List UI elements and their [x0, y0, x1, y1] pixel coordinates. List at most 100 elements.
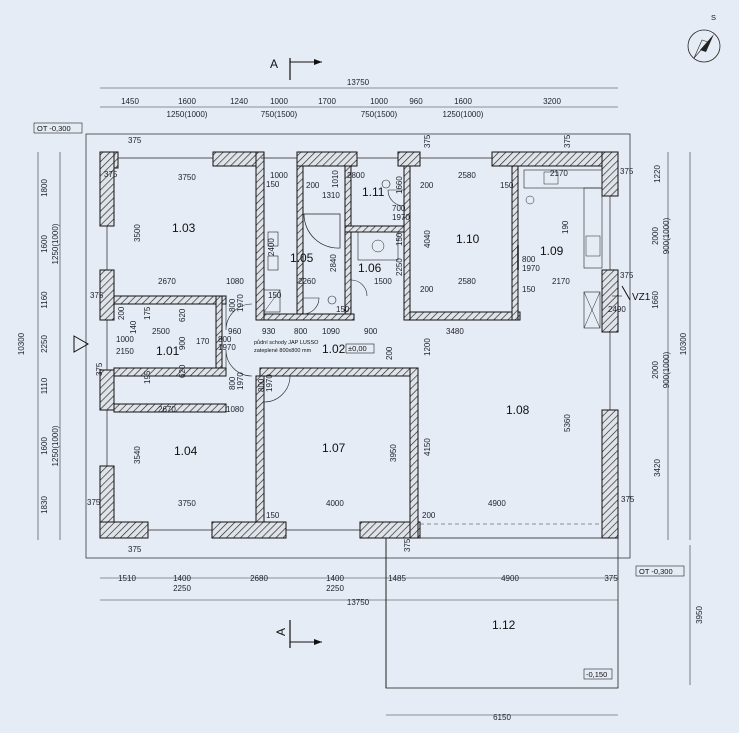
svg-text:150: 150 — [336, 305, 350, 314]
svg-text:3500: 3500 — [133, 224, 142, 242]
entry-mark: VZ1 — [621, 285, 651, 303]
stove-icon — [585, 235, 601, 257]
boiler-icon — [525, 195, 535, 205]
svg-text:900: 900 — [364, 327, 378, 336]
top-dim-6: 1000 — [370, 97, 388, 106]
svg-text:150: 150 — [500, 181, 514, 190]
room-1-03: 1.03 — [172, 221, 196, 235]
svg-text:2840: 2840 — [329, 254, 338, 272]
svg-text:2670: 2670 — [158, 277, 176, 286]
svg-text:375: 375 — [95, 362, 104, 376]
svg-text:375: 375 — [621, 495, 635, 504]
svg-text:1970: 1970 — [236, 372, 245, 390]
level-marks: OT -0,300 OT -0,300 ±0,00 -0,150 — [33, 122, 685, 680]
svg-text:1310: 1310 — [322, 191, 340, 200]
bottom-dim-7: 375 — [604, 574, 618, 583]
doors — [225, 189, 519, 403]
room-1-08: 1.08 — [506, 403, 530, 417]
right-dim-5: 3420 — [653, 459, 662, 477]
svg-text:2580: 2580 — [458, 171, 476, 180]
svg-text:3950: 3950 — [389, 444, 398, 462]
bottom-opening-2: 2250 — [326, 584, 344, 593]
svg-text:1000: 1000 — [270, 171, 288, 180]
terrace-level: -0,150 — [586, 670, 607, 679]
svg-text:190: 190 — [561, 220, 570, 234]
right-dim-2: 2000 — [651, 227, 660, 245]
svg-text:2170: 2170 — [550, 169, 568, 178]
left-dimensions: 10300 1800 1600 1160 2250 1110 1600 1830… — [17, 152, 61, 540]
svg-text:375: 375 — [620, 271, 634, 280]
outer-level-right: OT -0,300 — [639, 567, 673, 576]
sink-icon-2 — [267, 255, 279, 271]
bottom-dim-2: 1400 — [173, 574, 191, 583]
terrace-width-dim: 6150 — [493, 713, 511, 722]
svg-text:4150: 4150 — [423, 438, 432, 456]
top-dimensions: 13750 1450 1600 1240 1000 1700 1000 960 … — [100, 78, 618, 119]
svg-text:150: 150 — [522, 285, 536, 294]
room-1-07: 1.07 — [322, 441, 346, 455]
svg-text:800: 800 — [228, 298, 237, 312]
interior-dimensions: 375 375 3750 3500 2670 1080 375 2500 100… — [87, 134, 635, 554]
outer-level-line — [85, 133, 631, 559]
entry-arrow-icon — [73, 335, 90, 353]
entry-mark-label: VZ1 — [632, 292, 651, 303]
section-label-top: A — [270, 57, 278, 71]
kitchen-counter-side — [583, 187, 603, 269]
svg-text:2260: 2260 — [298, 277, 316, 286]
svg-text:1970: 1970 — [218, 343, 236, 352]
top-dim-7: 960 — [409, 97, 423, 106]
svg-text:1500: 1500 — [374, 277, 392, 286]
room-1-05: 1.05 — [290, 251, 314, 265]
svg-text:2670: 2670 — [158, 405, 176, 414]
svg-text:700: 700 — [392, 204, 406, 213]
svg-text:2150: 2150 — [116, 347, 134, 356]
room-1-12: 1.12 — [492, 618, 516, 632]
sink-icon — [267, 231, 279, 247]
right-opening-1: 900(1000) — [662, 217, 671, 254]
bottom-dim-4: 1400 — [326, 574, 344, 583]
terrace-height-dim: 3950 — [695, 606, 704, 624]
left-total-dim: 10300 — [17, 332, 26, 355]
section-label-bottom: A — [274, 628, 288, 636]
svg-text:1660: 1660 — [395, 176, 404, 194]
top-opening-1: 1250(1000) — [167, 110, 208, 119]
svg-text:170: 170 — [196, 337, 210, 346]
svg-text:800: 800 — [218, 335, 232, 344]
svg-text:2580: 2580 — [458, 277, 476, 286]
section-marker-top: A — [270, 57, 322, 80]
left-dim-6: 1600 — [40, 437, 49, 455]
top-dim-2: 1600 — [178, 97, 196, 106]
left-opening-2: 1250(1000) — [51, 425, 60, 466]
bottom-opening-1: 2250 — [173, 584, 191, 593]
svg-text:800: 800 — [522, 255, 536, 264]
top-dim-5: 1700 — [318, 97, 336, 106]
outer-level-left: OT -0,300 — [37, 124, 71, 133]
svg-text:5360: 5360 — [563, 414, 572, 432]
svg-text:1080: 1080 — [226, 277, 244, 286]
top-total-dim: 13750 — [347, 78, 370, 87]
bottom-total-dim: 13750 — [347, 598, 370, 607]
svg-text:800: 800 — [257, 378, 266, 392]
corner-bath-icon — [303, 213, 341, 249]
svg-text:175: 175 — [143, 306, 152, 320]
entry-cabinet — [583, 291, 601, 329]
svg-text:200: 200 — [306, 181, 320, 190]
kitchen-counter — [523, 169, 603, 189]
right-dim-4: 2000 — [651, 361, 660, 379]
svg-text:900: 900 — [178, 336, 187, 350]
room-labels: 1.03 1.01 1.04 1.05 1.06 1.11 1.10 1.09 … — [156, 185, 564, 632]
right-dimensions: 10300 1220 2000 1660 2000 3420 900(1000)… — [651, 152, 704, 685]
svg-text:620: 620 — [178, 308, 187, 322]
svg-text:150: 150 — [266, 180, 280, 189]
room-1-01: 1.01 — [156, 344, 180, 358]
svg-text:375: 375 — [128, 545, 142, 554]
svg-text:1200: 1200 — [423, 338, 432, 356]
top-dim-1: 1450 — [121, 97, 139, 106]
room-1-10: 1.10 — [456, 232, 480, 246]
right-dim-1: 1220 — [653, 165, 662, 183]
top-opening-2: 750(1500) — [261, 110, 298, 119]
svg-text:2800: 2800 — [347, 171, 365, 180]
svg-text:930: 930 — [262, 327, 276, 336]
